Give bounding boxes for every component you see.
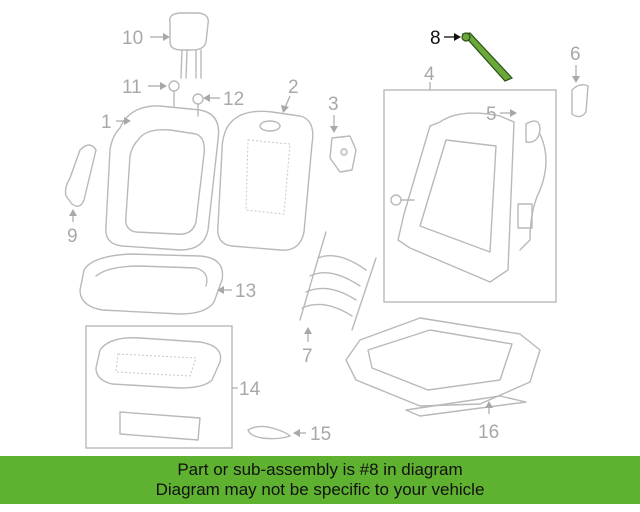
callout-13: 13 bbox=[235, 281, 256, 302]
spring-mat bbox=[299, 231, 377, 331]
parts-diagram: 10 11 12 1 9 2 3 4 bbox=[64, 12, 589, 449]
highlighted-part-8 bbox=[461, 32, 514, 82]
seat-frame bbox=[390, 112, 547, 283]
callout-7: 7 bbox=[302, 346, 313, 367]
callout-10: 10 bbox=[122, 28, 143, 49]
side-trim bbox=[64, 144, 97, 207]
callout-14: 14 bbox=[239, 379, 261, 400]
seat-cushion bbox=[79, 253, 224, 315]
clip-15 bbox=[247, 425, 291, 440]
bracket bbox=[329, 135, 357, 173]
callout-4: 4 bbox=[424, 64, 435, 85]
callout-3: 3 bbox=[328, 94, 339, 115]
cushion-assembly-box bbox=[85, 325, 233, 449]
seat-track bbox=[345, 317, 541, 417]
screw-12 bbox=[192, 93, 204, 117]
frame-assembly-box bbox=[383, 89, 557, 303]
callout-2: 2 bbox=[288, 77, 299, 98]
banner-line-2: Diagram may not be specific to your vehi… bbox=[155, 480, 485, 499]
banner-line-1: Part or sub-assembly is #8 in diagram bbox=[177, 460, 463, 479]
headrest bbox=[169, 12, 209, 79]
callout-16: 16 bbox=[478, 422, 499, 443]
callout-12: 12 bbox=[223, 89, 244, 110]
seatback-cover bbox=[105, 105, 220, 251]
callout-15: 15 bbox=[310, 424, 331, 445]
screw-11 bbox=[168, 80, 180, 107]
callout-1: 1 bbox=[101, 112, 112, 133]
callout-8: 8 bbox=[430, 28, 441, 49]
cover-6 bbox=[571, 83, 589, 118]
callout-5: 5 bbox=[486, 104, 497, 125]
callout-11: 11 bbox=[122, 77, 142, 98]
callout-9: 9 bbox=[67, 226, 78, 247]
seatback-pad bbox=[217, 110, 314, 251]
cushion-pad bbox=[95, 337, 222, 441]
callout-6: 6 bbox=[570, 44, 581, 65]
info-banner: Part or sub-assembly is #8 in diagram Di… bbox=[0, 456, 640, 504]
